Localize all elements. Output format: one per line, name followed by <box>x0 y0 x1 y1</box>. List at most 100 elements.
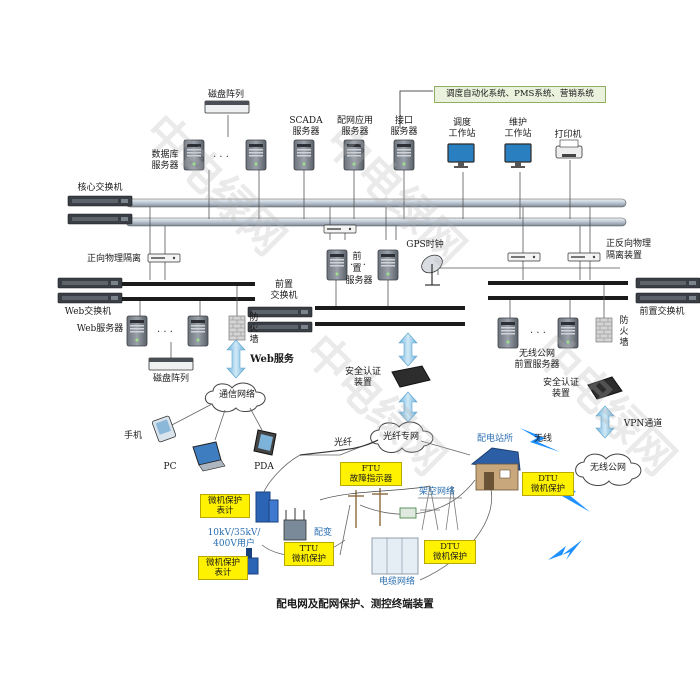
mid-arrow-2 <box>398 391 418 423</box>
dispatch-label-2: 工作站 <box>448 129 476 139</box>
relay-bottom-box: 微机保护 表计 <box>198 556 248 580</box>
core-switch-1 <box>67 195 133 207</box>
ftu-label-2: 故障指示器 <box>349 474 393 484</box>
dtu-mid-label-2: 微机保护 <box>432 552 467 562</box>
phone-label: 手机 <box>123 431 142 441</box>
security-device-right-icon <box>587 376 623 400</box>
db-server-1 <box>183 139 205 171</box>
dist-app-label-2: 服务器 <box>341 127 369 137</box>
forward-isolation-label: 正向物理隔离 <box>86 254 141 264</box>
disk-array-bottom-icon <box>148 357 194 371</box>
web-bus <box>110 282 255 301</box>
pda-icon <box>253 429 277 456</box>
maintenance-workstation <box>504 143 532 169</box>
diagram-caption: 配电网及配网保护、测控终端装置 <box>276 598 434 610</box>
front-server-label-1: 前 <box>352 252 362 262</box>
pda-label: PDA <box>254 462 274 472</box>
scada-server <box>293 139 315 171</box>
iface-label-1: 接口 <box>394 116 413 126</box>
web-switch-label: Web交换机 <box>64 307 112 317</box>
disk-array-top-icon <box>204 100 250 114</box>
ttu-box: TTU 微机保护 <box>284 542 334 566</box>
wireless-front-label-2: 前置服务器 <box>514 360 560 370</box>
maint-label-1: 维护 <box>508 118 527 128</box>
security-right-label-1: 安全认证 <box>542 378 579 388</box>
svg-text:· · ·: · · · <box>157 327 173 338</box>
dist-transformer-label: 配变 <box>313 528 332 538</box>
forward-isolator <box>147 253 181 263</box>
dtu-mid-box: DTU 微机保护 <box>424 540 476 564</box>
mid-arrow-1 <box>398 332 418 367</box>
security-mid-label-2: 装置 <box>353 378 372 388</box>
wireless-public-cloud <box>575 453 642 486</box>
overhead-switch-icon <box>399 507 417 519</box>
web-server-2 <box>187 315 209 347</box>
core-switch-label: 核心交换机 <box>77 183 123 193</box>
dtu-right-label-1: DTU <box>538 474 558 484</box>
db-server-label-2: 服务器 <box>151 161 179 171</box>
relay-bottom-label-2: 表计 <box>214 568 232 578</box>
disk-array-top-label: 磁盘阵列 <box>207 90 244 100</box>
substation-label: 配电站所 <box>476 434 513 444</box>
front-bus-right <box>488 281 628 300</box>
front-switch-mid-label-2: 交换机 <box>270 291 298 301</box>
relay-top-label-1: 微机保护 <box>207 496 242 506</box>
web-service-arrow <box>226 339 246 379</box>
front-bus-mid <box>315 306 465 326</box>
substation-house-icon <box>470 447 521 491</box>
relay-bottom-label-1: 微机保护 <box>205 558 240 568</box>
main-bus-1 <box>125 198 627 208</box>
wireless-public-label: 无线公网 <box>589 463 626 473</box>
ftu-box: FTU 故障指示器 <box>340 462 402 486</box>
fiber-network-cloud <box>370 421 434 453</box>
db-server-label-1: 数据库 <box>151 150 179 160</box>
secondary-drop-lines <box>139 280 605 358</box>
security-mid-label-1: 安全认证 <box>344 367 381 377</box>
printer-label: 打印机 <box>554 130 582 140</box>
fiber-label: 光纤 <box>333 438 352 448</box>
cable-cabinet-icon <box>371 537 419 575</box>
pc-label: PC <box>163 462 177 472</box>
web-server-label: Web服务器 <box>76 324 124 334</box>
firewall-left-icon <box>228 315 246 341</box>
web-switch-2 <box>57 292 123 304</box>
core-switch-2 <box>67 213 133 225</box>
main-bus-2 <box>125 217 627 227</box>
gps-label: GPS时钟 <box>406 240 444 250</box>
fiber-network-label: 光纤专网 <box>382 432 419 442</box>
web-switch-1 <box>57 277 123 289</box>
dist-app-label-1: 配网应用 <box>336 116 373 126</box>
front-server-label-2: 置 <box>352 264 362 274</box>
overhead-network-label: 架空网络 <box>418 487 455 497</box>
dtu-mid-label-1: DTU <box>440 542 460 552</box>
transformer-icon <box>283 508 307 541</box>
scada-label-1: SCADA <box>289 116 323 126</box>
fwd-rev-isolation-label-2: 隔离装置 <box>606 251 643 261</box>
users-label-1: 10kV/35kV/ <box>207 528 261 538</box>
front-switch-mid-label-1: 前置 <box>274 280 293 290</box>
iface-label-2: 服务器 <box>390 127 418 137</box>
building-icon <box>255 491 279 523</box>
reverse-isolator-2 <box>567 252 601 262</box>
front-switch-right-label: 前置交换机 <box>639 307 685 317</box>
comm-network-label: 通信网络 <box>218 390 255 400</box>
maint-label-2: 工作站 <box>504 129 532 139</box>
cable-network-label: 电缆网络 <box>378 577 415 587</box>
phone-icon <box>151 415 177 443</box>
fiber-line <box>299 439 379 456</box>
scada-label-2: 服务器 <box>292 127 320 137</box>
relay-top-label-2: 表计 <box>216 506 234 516</box>
wireless-front-label-1: 无线公网 <box>518 349 555 359</box>
svg-text:· · ·: · · · <box>350 260 366 271</box>
interface-server <box>393 139 415 171</box>
firewall-right-label: 防 火 墙 <box>619 316 629 348</box>
svg-text:· · ·: · · · <box>213 152 229 163</box>
overhead-poles-icon <box>348 488 388 528</box>
front-switch-right-2 <box>635 292 700 304</box>
disk-array-bottom-label: 磁盘阵列 <box>152 374 189 384</box>
vpn-arrow <box>595 405 615 439</box>
dtu-right-label-2: 微机保护 <box>530 484 565 494</box>
printer-icon <box>555 139 583 159</box>
